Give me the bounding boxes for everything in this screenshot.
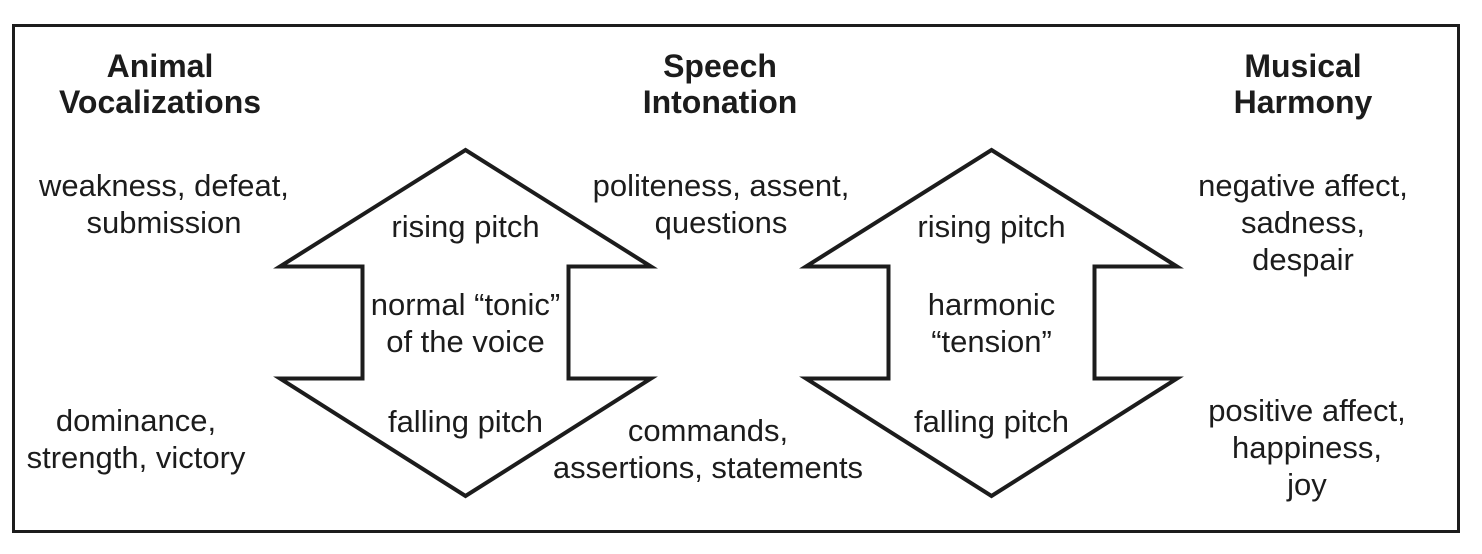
up-down-arrow-icon [799,147,1184,499]
falling-pitch-label: falling pitch [913,404,1070,439]
speech-intonation-heading: Speech Intonation [642,48,798,120]
animal-rising-meaning-text: weakness, defeat, submission [39,168,289,240]
up-down-arrow-icon [273,147,658,499]
rising-pitch-label: rising pitch [391,209,540,244]
musical-falling-meaning-text: positive affect, happiness, joy [1208,393,1406,502]
speech-rising-meaning-text: politeness, assent, questions [592,168,850,240]
musical-rising-meaning-text: negative affect, sadness, despair [1198,168,1408,277]
tonic-of-voice-label: normal “tonic” of the voice [370,287,561,359]
musical-harmony-heading: Musical Harmony [1233,48,1373,120]
animal-falling-meaning-text: dominance, strength, victory [26,403,246,475]
rising-pitch-label: rising pitch [917,209,1066,244]
diagram-border [12,24,1460,533]
falling-pitch-label: falling pitch [387,404,544,439]
pitch-double-arrow-left: rising pitch normal “tonic” of the voice… [273,147,658,499]
harmonic-tension-label: harmonic “tension” [927,287,1056,359]
speech-falling-meaning-text: commands, assertions, statements [552,413,864,485]
pitch-double-arrow-right: rising pitch harmonic “tension” falling … [799,147,1184,499]
animal-vocalizations-heading: Animal Vocalizations [58,48,262,120]
